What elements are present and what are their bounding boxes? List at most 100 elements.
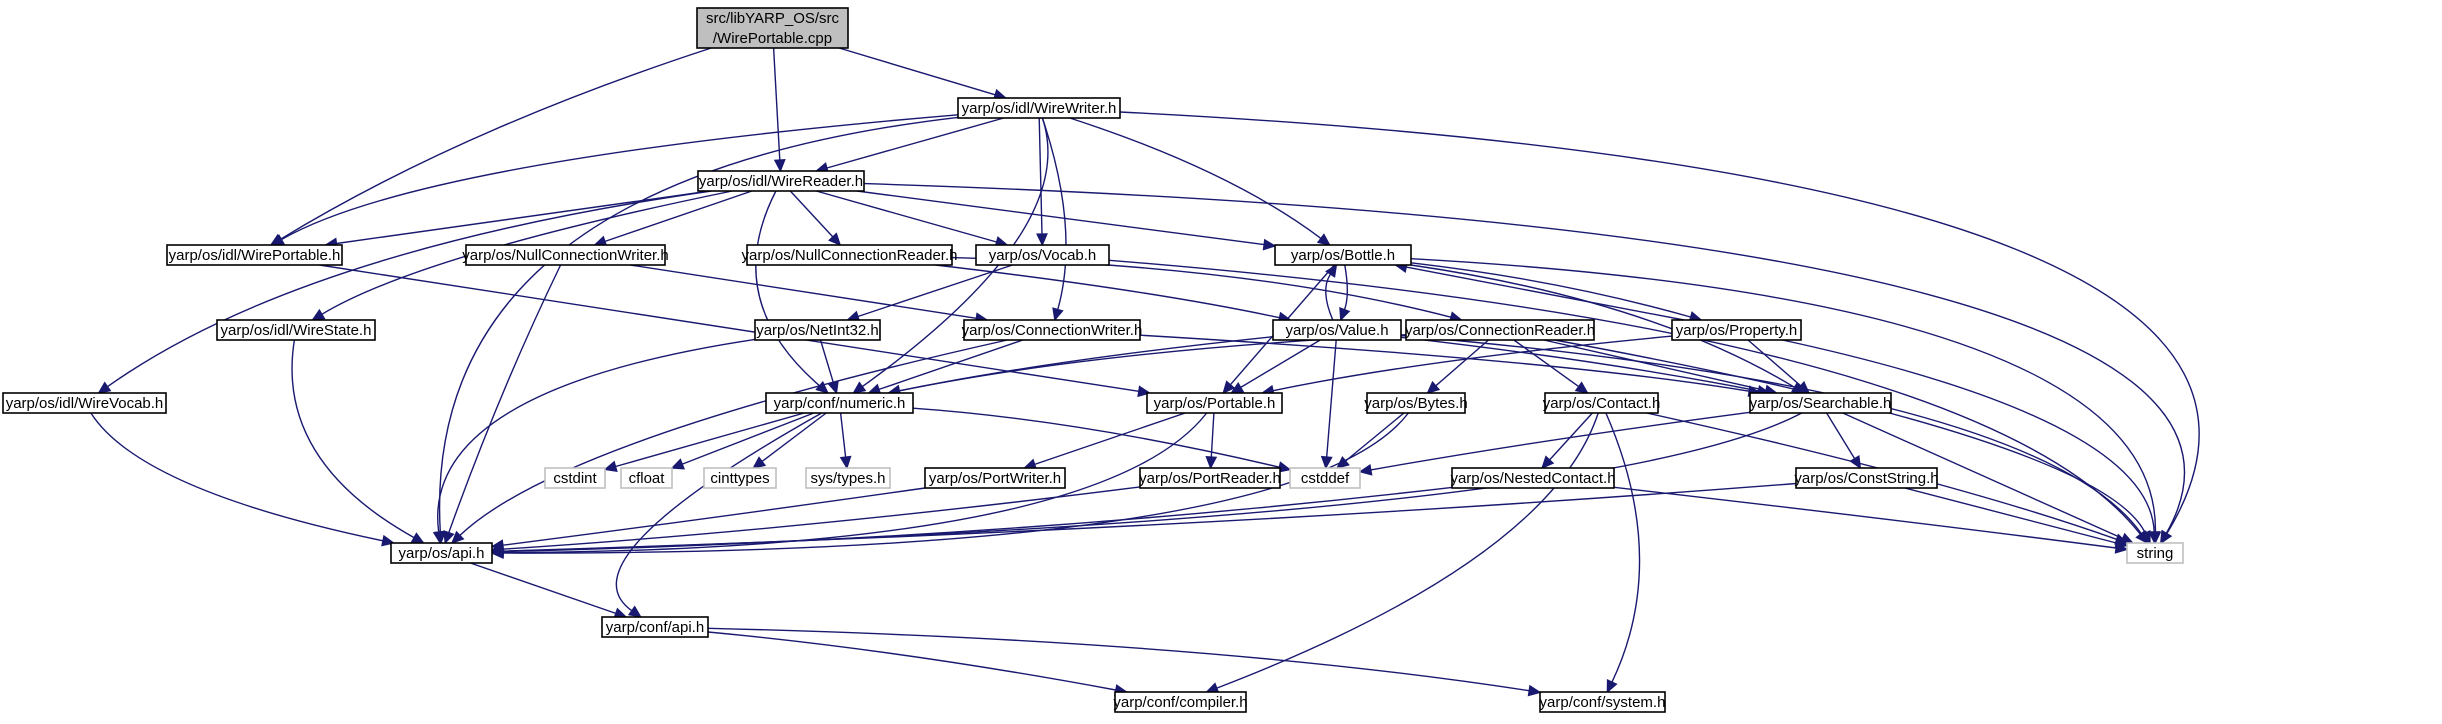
node-compiler[interactable]: yarp/conf/compiler.h	[1113, 691, 1248, 713]
node-nullconnwriter[interactable]: yarp/os/NullConnectionWriter.h	[462, 244, 669, 266]
node-os_api[interactable]: yarp/os/api.h	[390, 542, 493, 564]
node-box-string[interactable]	[2126, 542, 2184, 564]
edge-connreader-to-searchable	[1543, 339, 1767, 392]
node-portable[interactable]: yarp/os/Portable.h	[1146, 392, 1283, 414]
edge-wirewriter-to-wireportable	[281, 114, 959, 241]
node-box-conststring[interactable]	[1795, 467, 1938, 489]
node-wirewriter[interactable]: yarp/os/idl/WireWriter.h	[957, 97, 1121, 119]
arrowhead-portable-to-portreader	[1205, 456, 1218, 470]
node-label-vocab: yarp/os/Vocab.h	[989, 247, 1097, 264]
edge-contact-to-nestedcontact	[1549, 412, 1593, 461]
edge-vocab-to-string	[1108, 259, 2141, 535]
edge-numeric-to-systypes	[839, 412, 847, 458]
arrowhead-conststring-to-os_api	[490, 545, 504, 558]
node-box-conf_api[interactable]	[601, 616, 709, 638]
node-string[interactable]: string	[2126, 542, 2184, 564]
node-connwriter[interactable]: yarp/os/ConnectionWriter.h	[962, 319, 1143, 341]
edge-wirereader-to-bottle	[856, 190, 1265, 246]
node-vocab[interactable]: yarp/os/Vocab.h	[975, 244, 1110, 266]
node-box-value[interactable]	[1272, 319, 1402, 341]
node-box-system[interactable]	[1539, 691, 1666, 713]
node-box-numeric[interactable]	[765, 392, 914, 414]
node-cstdint[interactable]: cstdint	[544, 467, 606, 489]
node-netint32[interactable]: yarp/os/NetInt32.h	[754, 319, 881, 341]
arrowhead-numeric-to-systypes	[839, 455, 852, 470]
node-bottle[interactable]: yarp/os/Bottle.h	[1274, 244, 1412, 266]
node-box-portreader[interactable]	[1139, 467, 1281, 489]
node-conf_api[interactable]: yarp/conf/api.h	[601, 616, 709, 638]
node-portwriter[interactable]: yarp/os/PortWriter.h	[924, 467, 1066, 489]
node-nullconnreader[interactable]: yarp/os/NullConnectionReader.h	[742, 244, 958, 266]
arrowhead-connwriter-to-os_api	[450, 530, 465, 545]
node-box-netint32[interactable]	[754, 319, 881, 341]
node-connreader[interactable]: yarp/os/ConnectionReader.h	[1405, 319, 1595, 341]
edge-portable-to-portwriter	[1034, 412, 1186, 466]
node-wireportable_cpp[interactable]: src/libYARP_OS/src/WirePortable.cpp	[696, 7, 849, 49]
node-value[interactable]: yarp/os/Value.h	[1272, 319, 1402, 341]
node-label-compiler: yarp/conf/compiler.h	[1113, 694, 1247, 711]
node-box-cstddef[interactable]	[1289, 467, 1361, 489]
node-bytes[interactable]: yarp/os/Bytes.h	[1364, 392, 1468, 414]
arrowhead-nullconnwriter-to-os_api	[443, 530, 455, 545]
node-label-wirereader: yarp/os/idl/WireReader.h	[699, 173, 863, 190]
node-box-bottle[interactable]	[1274, 244, 1412, 266]
node-label-searchable: yarp/os/Searchable.h	[1750, 395, 1892, 412]
node-nestedcontact[interactable]: yarp/os/NestedContact.h	[1450, 467, 1616, 489]
node-wirestate[interactable]: yarp/os/idl/WireState.h	[216, 319, 376, 341]
edge-contact-to-compiler	[1216, 412, 1599, 689]
node-wirevocab[interactable]: yarp/os/idl/WireVocab.h	[2, 392, 167, 414]
node-box-wirestate[interactable]	[216, 319, 376, 341]
node-cfloat[interactable]: cfloat	[620, 467, 673, 489]
nodes-layer: src/libYARP_OS/src/WirePortable.cpp yarp/…	[2, 7, 2184, 713]
node-box-wirevocab[interactable]	[2, 392, 167, 414]
node-box-connwriter[interactable]	[963, 319, 1141, 341]
node-conststring[interactable]: yarp/os/ConstString.h	[1794, 467, 1939, 489]
node-property[interactable]: yarp/os/Property.h	[1671, 319, 1802, 341]
edge-contact-to-system	[1605, 412, 1641, 683]
node-box-wireportable_cpp[interactable]	[696, 7, 849, 49]
node-label-numeric: yarp/conf/numeric.h	[774, 395, 906, 412]
node-box-cinttypes[interactable]	[703, 467, 777, 489]
edge-nestedcontact-to-os_api	[502, 486, 1453, 553]
node-wirereader[interactable]: yarp/os/idl/WireReader.h	[697, 170, 865, 192]
edge-bottle-to-property	[1410, 262, 1691, 318]
node-box-portable[interactable]	[1146, 392, 1283, 414]
node-box-compiler[interactable]	[1114, 691, 1247, 713]
node-box-connreader[interactable]	[1405, 319, 1595, 341]
node-systypes[interactable]: sys/types.h	[805, 467, 891, 489]
node-box-nullconnwriter[interactable]	[465, 244, 666, 266]
node-label-portable: yarp/os/Portable.h	[1154, 395, 1276, 412]
edge-connreader-to-numeric	[899, 334, 1407, 392]
node-numeric[interactable]: yarp/conf/numeric.h	[765, 392, 914, 414]
node-contact[interactable]: yarp/os/Contact.h	[1543, 392, 1661, 414]
node-wireportable[interactable]: yarp/os/idl/WirePortable.h	[166, 244, 343, 266]
node-searchable[interactable]: yarp/os/Searchable.h	[1749, 392, 1892, 414]
node-box-wirewriter[interactable]	[957, 97, 1121, 119]
edge-nullconnwriter-to-connwriter	[630, 264, 977, 319]
arrowhead-wirereader-to-bottle	[1262, 238, 1277, 251]
node-box-nullconnreader[interactable]	[746, 244, 953, 266]
node-system[interactable]: yarp/conf/system.h	[1539, 691, 1666, 713]
node-box-wirereader[interactable]	[697, 170, 865, 192]
node-box-cfloat[interactable]	[620, 467, 673, 489]
node-box-nestedcontact[interactable]	[1451, 467, 1615, 489]
edge-property-to-bottle	[1406, 266, 1685, 321]
node-box-vocab[interactable]	[975, 244, 1110, 266]
edge-netint32-to-numeric	[819, 339, 834, 383]
node-cstddef[interactable]: cstddef	[1289, 467, 1361, 489]
edge-searchable-to-conststring	[1826, 412, 1856, 459]
node-box-bytes[interactable]	[1366, 392, 1466, 414]
node-box-searchable[interactable]	[1749, 392, 1892, 414]
edge-wirewriter-to-connwriter	[1041, 117, 1067, 310]
node-box-os_api[interactable]	[390, 542, 493, 564]
node-box-wireportable[interactable]	[166, 244, 343, 266]
node-box-property[interactable]	[1671, 319, 1802, 341]
edges-layer	[90, 47, 2200, 697]
node-box-cstdint[interactable]	[544, 467, 606, 489]
node-portreader[interactable]: yarp/os/PortReader.h	[1139, 467, 1281, 489]
node-cinttypes[interactable]: cinttypes	[703, 467, 777, 489]
edge-conf_api-to-compiler	[707, 631, 1116, 691]
node-box-portwriter[interactable]	[924, 467, 1066, 489]
node-box-systypes[interactable]	[805, 467, 891, 489]
node-box-contact[interactable]	[1544, 392, 1659, 414]
